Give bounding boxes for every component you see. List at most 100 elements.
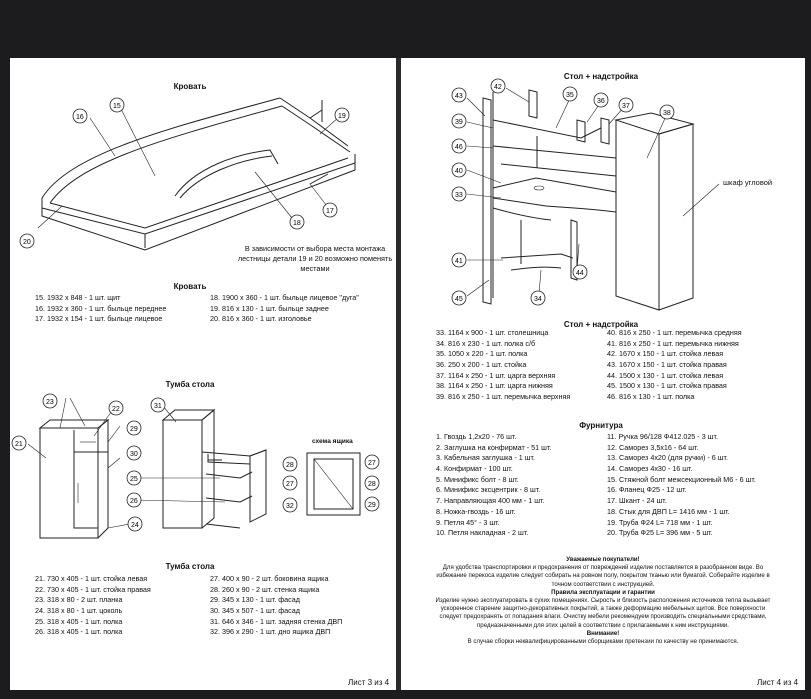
desk-callout-43: 43 [451, 87, 467, 103]
tumba-parts-title: Тумба стола [165, 562, 215, 571]
bed-parts-list-left: 15. 1932 x 848 - 1 шт. щит 16. 1932 x 36… [35, 293, 167, 324]
desk-callout-34: 34 [530, 290, 546, 306]
hardware-list-left: 1. Гвоздь 1,2x20 - 76 шт. 2. Заглушка на… [436, 432, 552, 538]
bed-drawing: 15 16 19 17 18 20 [19, 97, 356, 251]
svg-text:20: 20 [23, 239, 31, 246]
svg-text:42: 42 [494, 84, 502, 91]
drawer-callout-28-top: 28 [282, 456, 298, 472]
svg-text:28: 28 [368, 481, 376, 488]
tumba-callout-26: 26 [126, 492, 142, 508]
tumba-callout-30: 30 [126, 445, 142, 461]
svg-text:37: 37 [622, 103, 630, 110]
bed-callout-18: 18 [289, 214, 305, 230]
bed-callout-19: 19 [334, 107, 350, 123]
svg-text:25: 25 [130, 476, 138, 483]
bed-parts-title: Кровать [173, 282, 207, 291]
hardware-title: Фурнитура [579, 421, 623, 430]
svg-text:34: 34 [534, 296, 542, 303]
svg-text:31: 31 [154, 403, 162, 410]
notice-block: Уважаемые покупатели! Для удобства транс… [405, 556, 801, 646]
page-number: Лист 4 из 4 [757, 678, 799, 687]
page-divider [396, 58, 401, 690]
svg-text:19: 19 [338, 113, 346, 120]
desk-callout-41: 41 [451, 252, 467, 268]
drawer-scheme-label: схема ящика [312, 438, 353, 445]
svg-text:39: 39 [455, 119, 463, 126]
desk-parts-title: Стол + надстройка [563, 320, 639, 329]
svg-text:23: 23 [46, 399, 54, 406]
svg-text:21: 21 [15, 441, 23, 448]
tumba-parts-list-right: 27. 400 x 90 - 2 шт. боковина ящика 28. … [210, 574, 343, 637]
svg-text:46: 46 [455, 144, 463, 151]
svg-text:36: 36 [597, 98, 605, 105]
drawer-callout-27-left: 27 [282, 475, 298, 491]
desk-parts-list-right: 40. 816 x 250 - 1 шт. перемычка средняя … [607, 328, 742, 402]
svg-text:41: 41 [455, 258, 463, 265]
bed-title: Кровать [173, 82, 207, 91]
bed-callout-20: 20 [19, 233, 35, 249]
tumba-callout-23: 23 [42, 393, 58, 409]
svg-text:22: 22 [112, 406, 120, 413]
tumba-parts-list-left: 21. 730 x 405 - 1 шт. стойка левая 22. 7… [35, 574, 151, 637]
svg-text:32: 32 [286, 503, 294, 510]
bed-callout-16: 16 [72, 108, 88, 124]
svg-text:43: 43 [455, 93, 463, 100]
svg-text:18: 18 [293, 220, 301, 227]
desk-callout-40: 40 [451, 162, 467, 178]
tumba-title: Тумба стола [165, 380, 215, 389]
desk-callout-36: 36 [593, 92, 609, 108]
tumba-drawing: 23 22 21 29 30 31 25 26 24 28 27 27 28 3… [11, 393, 380, 539]
svg-text:33: 33 [455, 192, 463, 199]
svg-text:17: 17 [326, 208, 334, 215]
svg-text:27: 27 [368, 460, 376, 467]
svg-text:27: 27 [286, 481, 294, 488]
svg-text:45: 45 [455, 296, 463, 303]
tumba-callout-22: 22 [108, 400, 124, 416]
desk-callout-38: 38 [659, 104, 675, 120]
desk-callout-45: 45 [451, 290, 467, 306]
instruction-page-3: Кровать 15 16 19 17 18 20 [10, 58, 396, 690]
desk-callout-33: 33 [451, 186, 467, 202]
desk-callout-37: 37 [618, 97, 634, 113]
tumba-callout-29: 29 [126, 420, 142, 436]
desk-callout-39: 39 [451, 113, 467, 129]
bed-callout-15: 15 [109, 97, 125, 113]
svg-text:35: 35 [566, 92, 574, 99]
desk-callout-42: 42 [490, 78, 506, 94]
tumba-callout-24: 24 [127, 516, 143, 532]
drawer-callout-29: 29 [364, 496, 380, 512]
attention-title: Внимание! [586, 629, 620, 637]
tumba-callout-21: 21 [11, 435, 27, 451]
drawer-callout-28-bottom: 28 [364, 475, 380, 491]
wardrobe-label: шкаф угловой [723, 178, 773, 187]
page-number: Лист 3 из 4 [348, 678, 390, 687]
bed-parts-list-right: 18. 1900 x 360 - 1 шт. быльце лицевое "д… [210, 293, 359, 324]
instruction-page-4: Стол + надстройка [401, 58, 805, 690]
svg-text:44: 44 [576, 270, 584, 277]
desk-callout-46: 46 [451, 138, 467, 154]
hardware-list-right: 11. Ручка 96/128 Ф412.025 - 3 шт. 12. Са… [607, 432, 756, 538]
svg-text:29: 29 [368, 502, 376, 509]
svg-text:40: 40 [455, 168, 463, 175]
drawer-callout-27-right: 27 [364, 454, 380, 470]
drawer-callout-32: 32 [282, 497, 298, 513]
svg-text:16: 16 [76, 114, 84, 121]
desk-title: Стол + надстройка [563, 72, 639, 81]
bed-mounting-note: В зависимости от выбора места монтажа ле… [237, 244, 393, 273]
desk-parts-list-left: 33. 1164 x 900 - 1 шт. столешница 34. 81… [436, 328, 571, 402]
svg-text:15: 15 [113, 103, 121, 110]
bed-callout-17: 17 [322, 202, 338, 218]
svg-text:29: 29 [130, 426, 138, 433]
tumba-callout-25: 25 [126, 470, 142, 486]
customers-title: Уважаемые покупатели! [566, 556, 640, 563]
desk-callout-35: 35 [562, 86, 578, 102]
svg-text:30: 30 [130, 451, 138, 458]
svg-text:24: 24 [131, 522, 139, 529]
desk-drawing: 42 43 35 36 37 39 38 46 40 33 41 44 45 3… [451, 78, 720, 311]
svg-text:28: 28 [286, 462, 294, 469]
desk-callout-44: 44 [572, 264, 588, 280]
svg-text:26: 26 [130, 498, 138, 505]
svg-text:38: 38 [663, 110, 671, 117]
rules-title: Правила эксплуатации и гарантии [551, 588, 655, 596]
tumba-callout-31: 31 [150, 397, 166, 413]
